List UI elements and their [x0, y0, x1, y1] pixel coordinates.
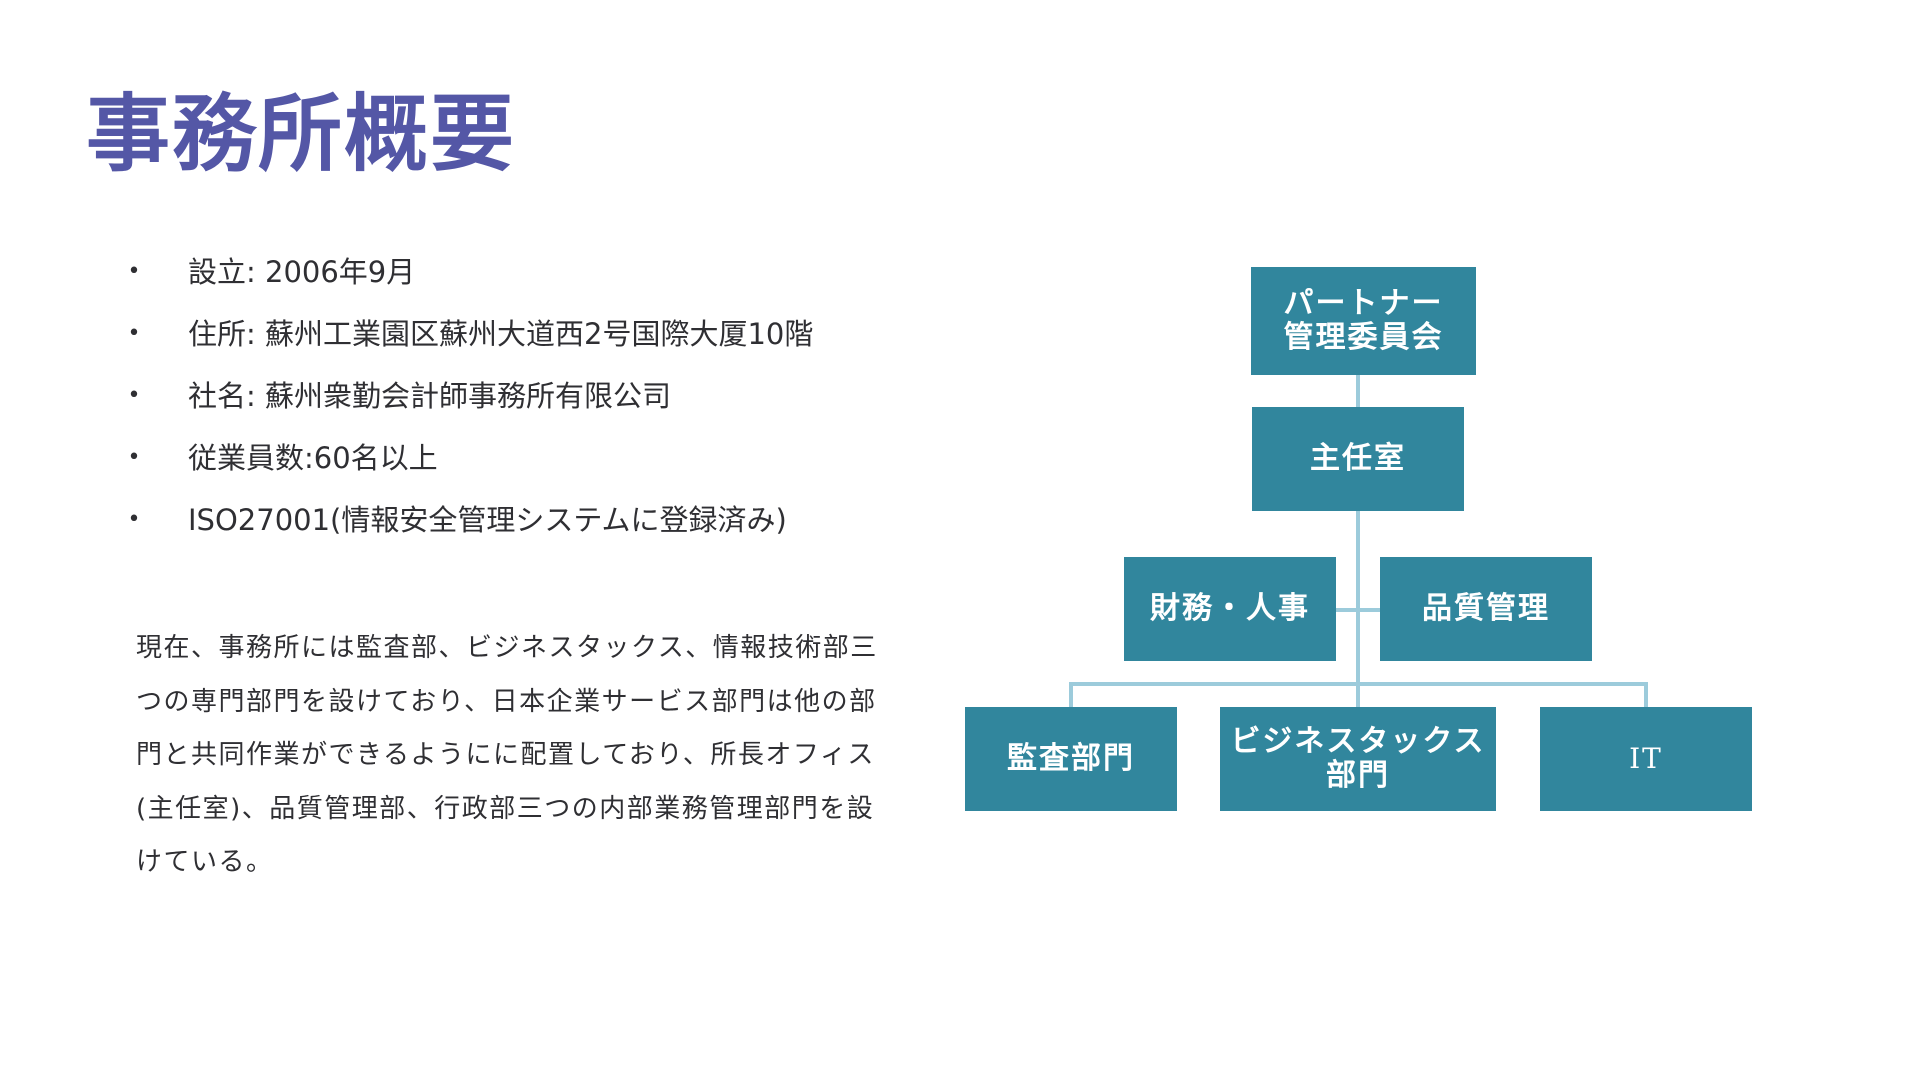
org-node-audit: 監査部門: [965, 707, 1177, 811]
bullet-marker: •: [127, 259, 141, 284]
page-title: 事務所概要: [86, 85, 517, 183]
bullet-marker: •: [127, 507, 141, 532]
list-item-text: 社名: 蘇州衆勤会計師事務所有限公司: [188, 379, 671, 413]
org-node-partner-committee: パートナー 管理委員会: [1251, 267, 1476, 375]
org-node-business-tax: ビジネスタックス 部門: [1220, 707, 1496, 811]
bullet-marker: •: [127, 321, 141, 346]
bullet-marker: •: [127, 383, 141, 408]
list-item-text: 従業員数:60名以上: [188, 441, 438, 475]
description-paragraph: 現在、事務所には監査部、ビジネスタックス、情報技術部三つの専門部門を設けており、…: [136, 633, 878, 877]
org-node-finance-hr: 財務・人事: [1124, 557, 1336, 661]
org-node-quality-management: 品質管理: [1380, 557, 1592, 661]
list-item-text: ISO27001(情報安全管理システムに登録済み): [188, 503, 787, 537]
org-node-chief-office: 主任室: [1252, 407, 1464, 511]
list-item-text: 住所: 蘇州工業園区蘇州大道西2号国際大厦10階: [188, 317, 814, 351]
org-node-it: IT: [1540, 707, 1752, 811]
list-item-text: 設立: 2006年9月: [188, 255, 416, 289]
bullet-marker: •: [127, 445, 141, 470]
